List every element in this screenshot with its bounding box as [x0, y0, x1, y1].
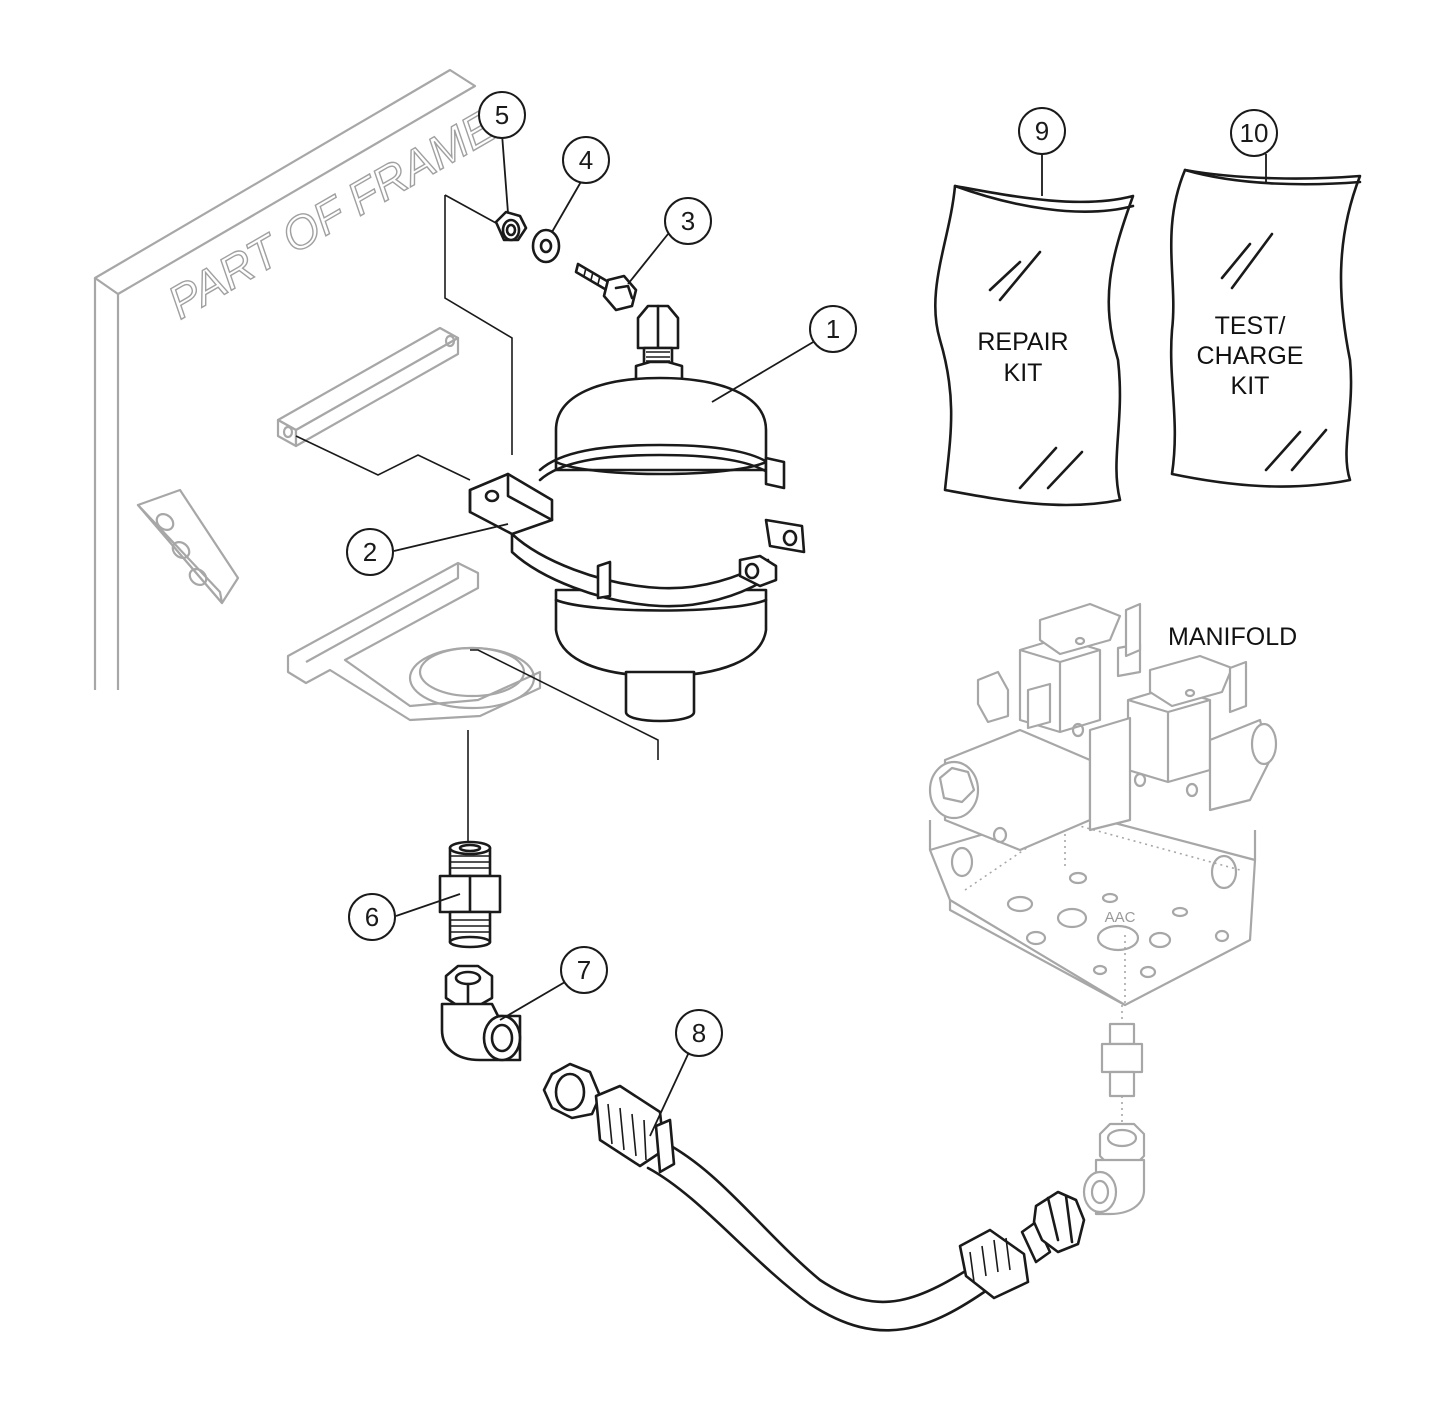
item-4-washer	[531, 228, 561, 264]
item-3-bolt	[574, 262, 638, 312]
test-kit-label-line2: CHARGE	[1197, 342, 1304, 370]
callout-leaders	[393, 133, 1267, 1137]
frame-block	[136, 488, 240, 605]
test-kit-label-line3: KIT	[1231, 372, 1270, 400]
item-7-elbow	[440, 964, 522, 1062]
manifold-fittings	[1082, 1005, 1146, 1216]
svg-text:3: 3	[681, 206, 695, 236]
callout-1: 1	[809, 305, 857, 353]
callout-2: 2	[346, 528, 394, 576]
svg-text:6: 6	[365, 902, 379, 932]
manifold: AAC MANIFOLD	[928, 602, 1297, 1007]
repair-kit-label-line1: REPAIR	[977, 328, 1068, 356]
callout-7: 7	[560, 946, 608, 994]
test-kit-label-line1: TEST/	[1215, 312, 1286, 340]
item-2-clamp	[468, 443, 806, 608]
manifold-port-label: AAC	[1105, 909, 1136, 926]
svg-text:8: 8	[692, 1018, 706, 1048]
callout-6: 6	[348, 893, 396, 941]
callout-5: 5	[478, 91, 526, 139]
item-6-adapter	[438, 840, 502, 949]
frame-label: PART OF FRAME	[159, 99, 505, 329]
item-8-hose	[542, 1062, 1086, 1332]
assembly-lines	[295, 194, 659, 842]
svg-text:9: 9	[1035, 116, 1049, 146]
svg-text:1: 1	[826, 314, 840, 344]
svg-text:5: 5	[495, 100, 509, 130]
svg-text:10: 10	[1240, 118, 1269, 148]
item-9-repair-kit: REPAIR KIT	[933, 184, 1135, 507]
svg-text:7: 7	[577, 955, 591, 985]
item-1-accumulator	[554, 304, 768, 723]
callout-8: 8	[675, 1009, 723, 1057]
callout-3: 3	[664, 197, 712, 245]
callout-9: 9	[1018, 107, 1066, 155]
item-10-test-charge-kit: TEST/ CHARGE KIT	[1169, 168, 1362, 488]
svg-text:2: 2	[363, 537, 377, 567]
callout-4: 4	[562, 136, 610, 184]
callout-10: 10	[1230, 109, 1278, 157]
svg-text:4: 4	[579, 145, 593, 175]
manifold-label: MANIFOLD	[1168, 623, 1297, 651]
frame-base-bracket	[286, 561, 542, 722]
item-5-nut	[494, 210, 528, 242]
repair-kit-label-line2: KIT	[1004, 359, 1043, 387]
frame-bar	[276, 326, 460, 448]
